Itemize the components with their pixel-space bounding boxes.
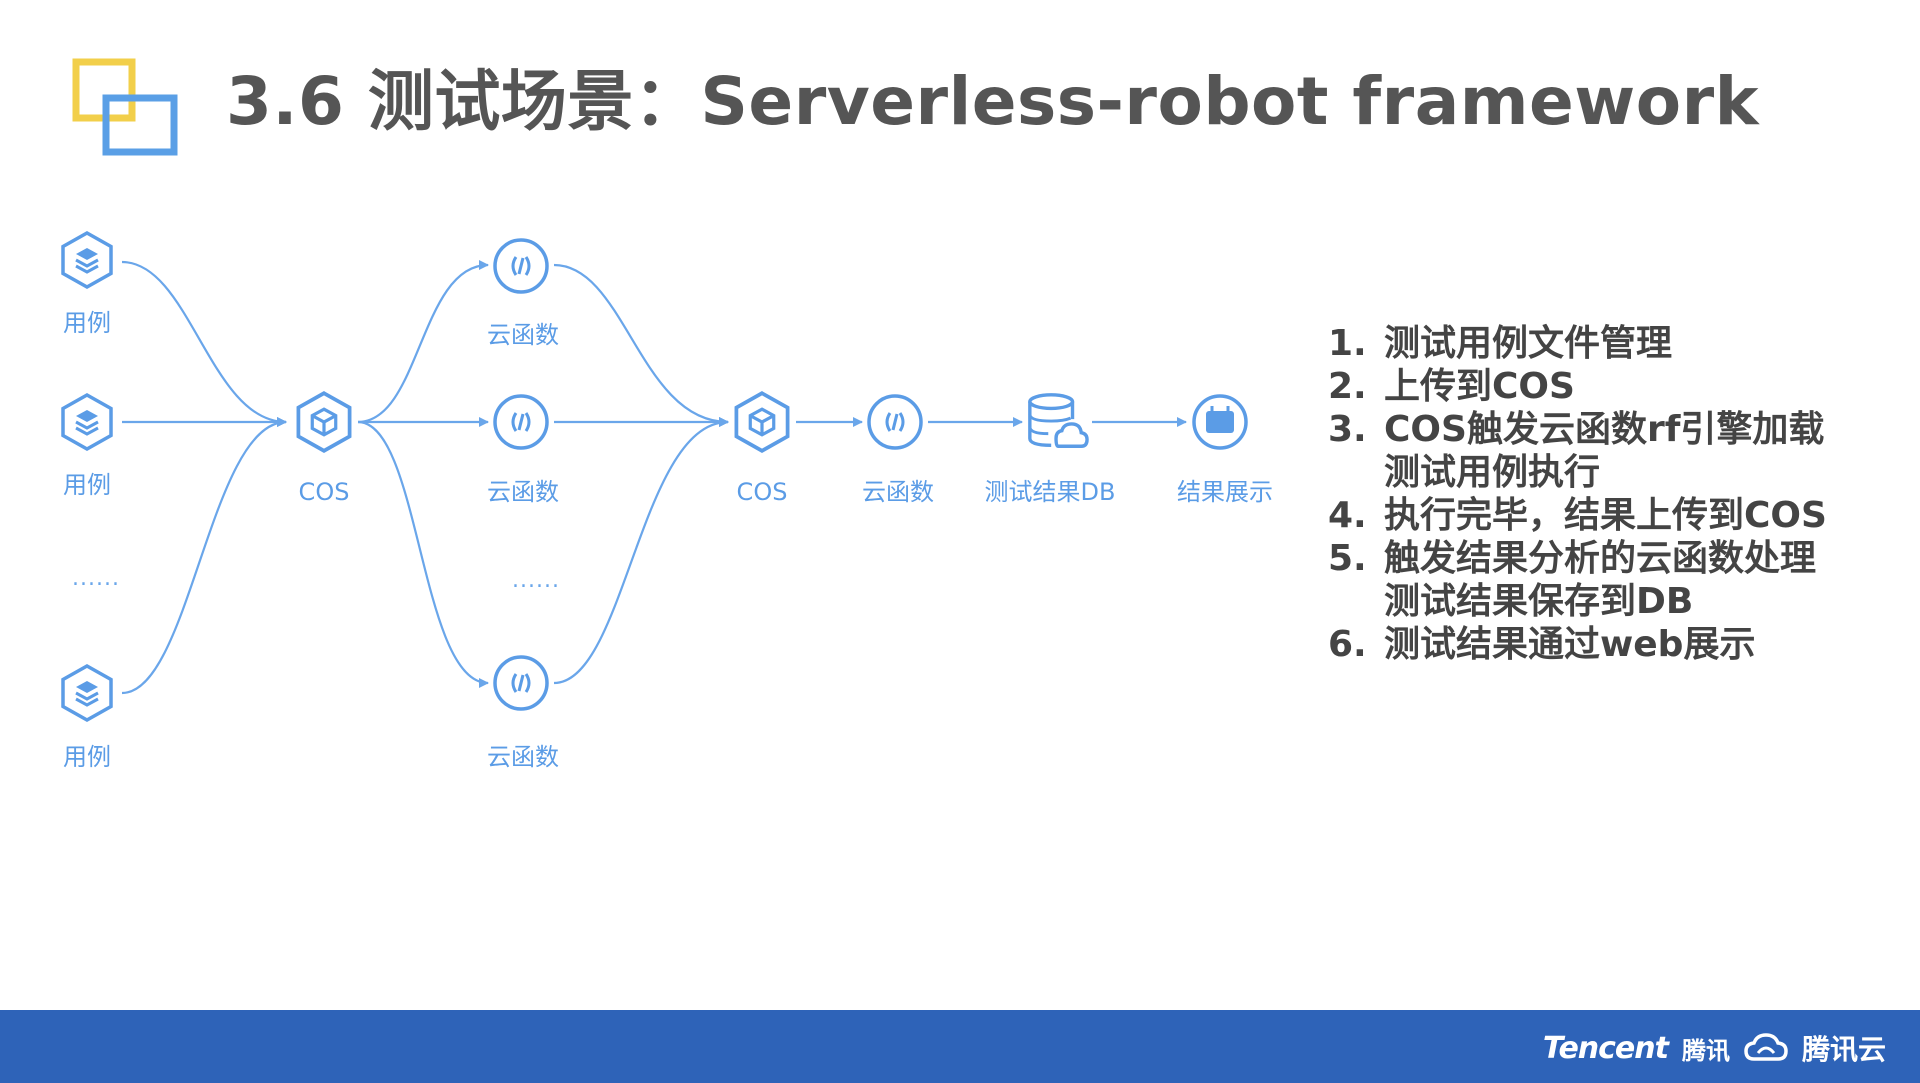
step-number: 1. bbox=[1328, 323, 1367, 364]
result-db-label: 测试结果DB bbox=[984, 478, 1116, 506]
database-icon bbox=[1028, 393, 1089, 448]
step-item: 1. 测试用例文件管理 bbox=[1328, 322, 1827, 365]
step-text: 执行完毕，结果上传到COS bbox=[1384, 495, 1827, 536]
architecture-diagram bbox=[61, 231, 1248, 722]
usecase-label: 用例 bbox=[63, 309, 111, 337]
cos-icon bbox=[296, 391, 352, 453]
brand-cloud-text: 腾讯云 bbox=[1801, 1033, 1886, 1066]
edge-cos1-scf-top bbox=[357, 260, 489, 424]
cloud-function-label: 云函数 bbox=[487, 743, 559, 771]
usecase-label: 用例 bbox=[63, 743, 111, 771]
step-text: 测试结果保存到DB bbox=[1384, 581, 1694, 622]
step-text: 测试结果通过web展示 bbox=[1384, 624, 1756, 665]
step-item: 6. 测试结果通过web展示 bbox=[1328, 623, 1827, 666]
step-text: COS触发云函数rf引擎加载 bbox=[1384, 409, 1825, 450]
edge-usecase3-cos1 bbox=[121, 417, 287, 695]
step-text: 测试用例执行 bbox=[1384, 452, 1601, 493]
brand-logo: Tencent 腾讯 腾讯云 bbox=[1543, 1028, 1886, 1068]
section-logo-icon bbox=[72, 58, 178, 156]
cloud-function-icon bbox=[867, 394, 923, 450]
node-icons bbox=[61, 231, 1248, 722]
usecase-icon bbox=[61, 231, 113, 289]
edge-usecase1-cos1 bbox=[121, 260, 287, 427]
usecase-label: 用例 bbox=[63, 471, 111, 499]
edge-scf-bottom-cos2 bbox=[553, 417, 729, 685]
cloud-logo-icon bbox=[1744, 1033, 1788, 1061]
api-display-icon bbox=[1192, 394, 1248, 450]
brand-tencent-text: Tencent bbox=[1542, 1030, 1669, 1066]
result-display-label: 结果展示 bbox=[1177, 478, 1273, 506]
cloud-function-icon bbox=[493, 655, 549, 711]
step-item: 4. 执行完毕，结果上传到COS bbox=[1328, 494, 1827, 537]
step-text: 测试用例文件管理 bbox=[1384, 323, 1673, 364]
step-number: 3. bbox=[1328, 409, 1367, 450]
footer-bar: Tencent 腾讯 腾讯云 bbox=[0, 1010, 1920, 1083]
usecase-icon bbox=[61, 393, 113, 451]
cloud-function-label: 云函数 bbox=[862, 478, 934, 506]
step-text: 触发结果分析的云函数处理 bbox=[1384, 538, 1817, 579]
cos-label: COS bbox=[736, 478, 788, 506]
usecase-ellipsis: ...... bbox=[72, 566, 120, 591]
connector-lines bbox=[121, 260, 1187, 695]
step-number: 2. bbox=[1328, 366, 1367, 407]
edge-cos1-scf-bottom bbox=[357, 420, 489, 688]
step-text: 上传到COS bbox=[1384, 366, 1575, 407]
step-item: 5. 触发结果分析的云函数处理 测试结果保存到DB bbox=[1328, 537, 1827, 623]
brand-tencent-cn-text: 腾讯 bbox=[1681, 1036, 1730, 1065]
step-item: 3. COS触发云函数rf引擎加载 测试用例执行 bbox=[1328, 408, 1827, 494]
cos-icon bbox=[734, 391, 790, 453]
edge-scf-top-cos2 bbox=[553, 263, 729, 427]
cloud-function-icon bbox=[493, 238, 549, 294]
step-item: 2. 上传到COS bbox=[1328, 365, 1827, 408]
cloud-function-label: 云函数 bbox=[487, 321, 559, 349]
usecase-icon bbox=[61, 664, 113, 722]
step-number: 5. bbox=[1328, 538, 1367, 579]
cloud-function-icon bbox=[493, 394, 549, 450]
cos-label: COS bbox=[298, 478, 350, 506]
slide-title: 3.6 测试场景：Serverless-robot framework bbox=[226, 63, 1760, 140]
step-number: 6. bbox=[1328, 624, 1367, 665]
step-number: 4. bbox=[1328, 495, 1367, 536]
cloud-function-ellipsis: ...... bbox=[512, 568, 560, 593]
cloud-function-label: 云函数 bbox=[487, 478, 559, 506]
steps-list: 1. 测试用例文件管理 2. 上传到COS 3. COS触发云函数rf引擎加载 … bbox=[1328, 322, 1827, 666]
